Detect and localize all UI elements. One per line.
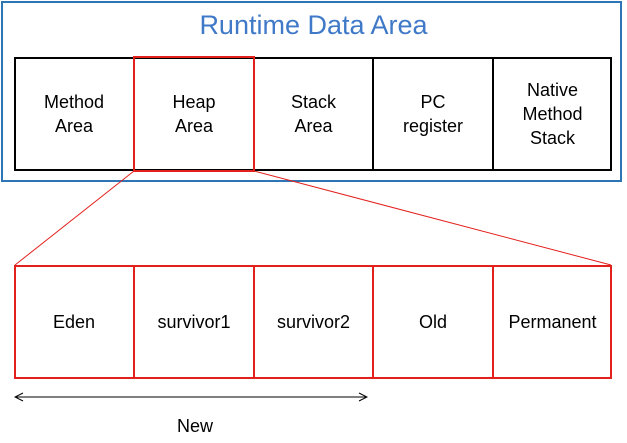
runtime-data-area-frame xyxy=(1,1,622,182)
pc-register-box: PC register xyxy=(402,92,464,136)
survivor2-box: survivor2 xyxy=(276,312,351,332)
permanent-box: Permanent xyxy=(508,312,597,332)
heap-area-box: Heap Area xyxy=(172,92,216,136)
diagram-title: Runtime Data Area xyxy=(199,10,428,40)
runtime-areas-row xyxy=(14,57,612,171)
new-generation-label: New xyxy=(176,416,213,436)
heap-highlight xyxy=(133,56,255,172)
eden-box: Eden xyxy=(52,312,96,332)
old-box: Old xyxy=(418,312,447,332)
expansion-line-right xyxy=(253,170,612,266)
heap-areas-row xyxy=(14,265,612,379)
method-area-box: Method Area xyxy=(43,92,105,136)
stack-area-box: Stack Area xyxy=(290,92,337,136)
native-method-stack-box: Native Method Stack xyxy=(522,80,583,148)
expansion-line-left xyxy=(14,170,135,266)
survivor1-box: survivor1 xyxy=(157,312,231,332)
